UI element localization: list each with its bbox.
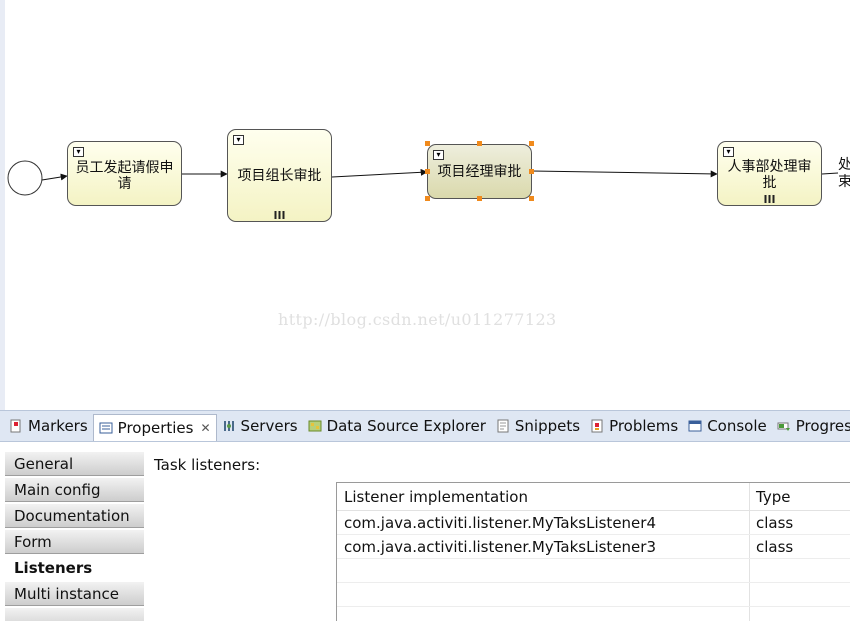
sequence-flows (7, 160, 839, 196)
tab-progress[interactable]: Progress (772, 411, 850, 441)
section-extra[interactable] (5, 608, 144, 621)
user-task-t4[interactable]: ▾ 人事部处理审批 (717, 141, 822, 206)
task-label: 员工发起请假申请 (75, 159, 174, 192)
section-documentation[interactable]: Documentation (5, 504, 144, 528)
selection-handle[interactable] (529, 141, 534, 146)
table-row[interactable]: com.java.activiti.listener.MyTaksListene… (337, 535, 850, 559)
section-main-config[interactable]: Main config (5, 478, 144, 502)
listener-implementation-cell: com.java.activiti.listener.MyTaksListene… (337, 535, 750, 558)
start-event[interactable] (7, 160, 43, 196)
section-form[interactable]: Form (5, 530, 144, 554)
listener-type-cell: class (756, 538, 794, 556)
user-task-t1[interactable]: ▾ 员工发起请假申请 (67, 141, 182, 206)
table-row-empty[interactable] (337, 583, 850, 607)
tab-console[interactable]: Console (683, 411, 772, 441)
watermark-text: http://blog.csdn.net/u011277123 (278, 310, 557, 329)
diagram-canvas[interactable]: ▾ 员工发起请假申请 ▾ 项目组长审批 ▾ 项目经理审批 ▾ 人事部处理审批 处… (0, 0, 850, 410)
table-row-empty[interactable] (337, 607, 850, 621)
user-task-t3[interactable]: ▾ 项目经理审批 (427, 144, 532, 199)
flow-t2-to-t3[interactable] (331, 168, 428, 178)
data-source-icon (308, 420, 322, 432)
servers-icon (223, 421, 234, 431)
user-task-icon: ▾ (73, 147, 84, 157)
table-row[interactable]: com.java.activiti.listener.MyTaksListene… (337, 511, 850, 535)
task-listeners-table[interactable]: Listener implementation Type com.java.ac… (336, 482, 850, 621)
tab-servers[interactable]: Servers (217, 411, 303, 441)
listener-type-cell: class (756, 514, 794, 532)
user-task-t2[interactable]: ▾ 项目组长审批 (227, 129, 332, 222)
properties-section-list: General Main config Documentation Form L… (5, 452, 144, 621)
canvas-left-strip (0, 0, 5, 410)
view-tab-bar: Markers Properties ✕ Servers Data Source… (0, 410, 850, 442)
user-task-icon: ▾ (433, 150, 444, 160)
table-header: Listener implementation Type (337, 483, 850, 511)
snippets-icon (497, 419, 509, 433)
properties-icon (99, 422, 113, 434)
tab-problems[interactable]: Problems (585, 411, 683, 441)
tab-data-source-explorer[interactable]: Data Source Explorer (303, 411, 491, 441)
column-header-implementation[interactable]: Listener implementation (337, 483, 750, 510)
selection-handle[interactable] (529, 169, 534, 174)
cut-off-task-text: 处 束 (838, 157, 850, 190)
task-listeners-label: Task listeners: (154, 456, 261, 474)
selection-handle[interactable] (425, 196, 430, 201)
user-task-icon: ▾ (723, 147, 734, 157)
selection-handle[interactable] (477, 141, 482, 146)
flow-t4-to-next[interactable] (821, 172, 839, 175)
table-row-empty[interactable] (337, 559, 850, 583)
selection-handle[interactable] (477, 196, 482, 201)
multi-instance-icon (274, 211, 285, 219)
task-label: 项目组长审批 (237, 167, 322, 184)
listener-implementation-cell: com.java.activiti.listener.MyTaksListene… (337, 511, 750, 534)
tab-properties[interactable]: Properties ✕ (92, 414, 217, 441)
multi-instance-icon (764, 195, 775, 203)
section-general[interactable]: General (5, 452, 144, 476)
task-label: 项目经理审批 (437, 163, 522, 180)
section-listeners[interactable]: Listeners (5, 556, 144, 580)
console-icon (688, 420, 702, 432)
flow-t3-to-t4[interactable] (531, 170, 718, 178)
task-label: 人事部处理审批 (727, 158, 812, 191)
selection-handle[interactable] (529, 196, 534, 201)
tab-snippets[interactable]: Snippets (491, 411, 585, 441)
selection-handle[interactable] (425, 141, 430, 146)
user-task-icon: ▾ (233, 135, 244, 145)
close-icon[interactable]: ✕ (200, 421, 211, 435)
column-header-type[interactable]: Type (756, 488, 791, 506)
tab-markers[interactable]: Markers (4, 411, 93, 441)
flow-start-to-t1[interactable] (41, 173, 68, 181)
progress-icon (777, 422, 790, 431)
section-multi-instance[interactable]: Multi instance (5, 582, 144, 606)
properties-view: General Main config Documentation Form L… (0, 442, 850, 621)
selection-handle[interactable] (425, 169, 430, 174)
markers-icon (10, 419, 21, 433)
problems-icon (591, 419, 603, 433)
